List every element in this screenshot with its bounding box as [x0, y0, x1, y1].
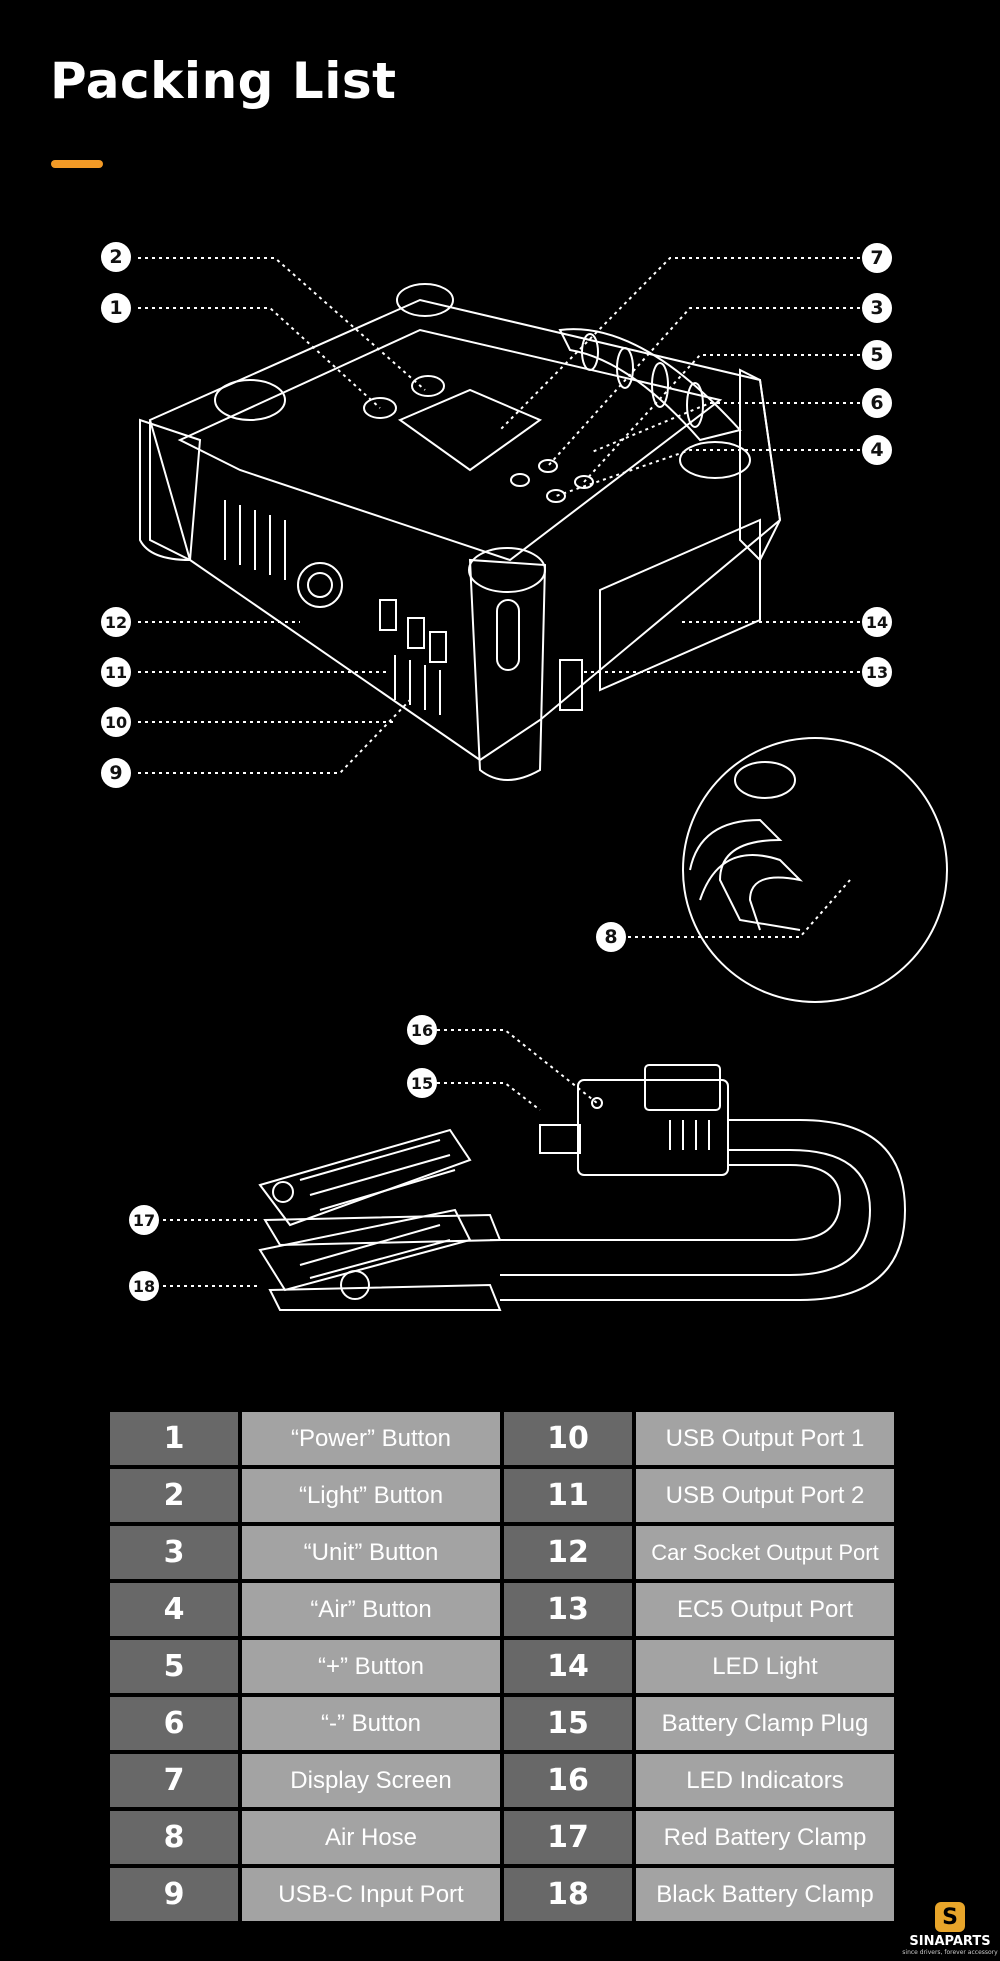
table-row: 3 “Unit” Button 12 Car Socket Output Por… — [110, 1526, 896, 1579]
item-label: EC5 Output Port — [636, 1583, 894, 1636]
item-number: 9 — [110, 1868, 238, 1921]
item-number: 5 — [110, 1640, 238, 1693]
callout-2: 2 — [101, 242, 131, 272]
callout-6: 6 — [862, 388, 892, 418]
item-label: Car Socket Output Port — [636, 1526, 894, 1579]
callout-7: 7 — [862, 243, 892, 273]
item-number: 3 — [110, 1526, 238, 1579]
item-label: Red Battery Clamp — [636, 1811, 894, 1864]
table-row: 4 “Air” Button 13 EC5 Output Port — [110, 1583, 896, 1636]
product-illustration — [138, 257, 948, 1311]
item-label: Battery Clamp Plug — [636, 1697, 894, 1750]
item-label: USB Output Port 1 — [636, 1412, 894, 1465]
item-label: “Light” Button — [242, 1469, 500, 1522]
callout-4: 4 — [862, 435, 892, 465]
item-label: USB-C Input Port — [242, 1868, 500, 1921]
callout-18: 18 — [129, 1271, 159, 1301]
callout-17: 17 — [129, 1205, 159, 1235]
item-number: 17 — [504, 1811, 632, 1864]
table-row: 1 “Power” Button 10 USB Output Port 1 — [110, 1412, 896, 1465]
callout-12: 12 — [101, 607, 131, 637]
item-number: 18 — [504, 1868, 632, 1921]
item-number: 16 — [504, 1754, 632, 1807]
leader-lines — [138, 257, 860, 1287]
item-label: “-” Button — [242, 1697, 500, 1750]
item-number: 7 — [110, 1754, 238, 1807]
table-row: 5 “+” Button 14 LED Light — [110, 1640, 896, 1693]
callout-15: 15 — [407, 1068, 437, 1098]
item-number: 6 — [110, 1697, 238, 1750]
item-label: LED Light — [636, 1640, 894, 1693]
item-number: 1 — [110, 1412, 238, 1465]
callout-3: 3 — [862, 293, 892, 323]
item-number: 13 — [504, 1583, 632, 1636]
table-row: 8 Air Hose 17 Red Battery Clamp — [110, 1811, 896, 1864]
callout-14: 14 — [862, 607, 892, 637]
item-label: Air Hose — [242, 1811, 500, 1864]
table-row: 9 USB-C Input Port 18 Black Battery Clam… — [110, 1868, 896, 1921]
item-number: 11 — [504, 1469, 632, 1522]
packing-list-table: 1 “Power” Button 10 USB Output Port 1 2 … — [110, 1412, 896, 1925]
item-label: Black Battery Clamp — [636, 1868, 894, 1921]
title-accent-bar — [51, 160, 103, 168]
item-label: “+” Button — [242, 1640, 500, 1693]
table-row: 2 “Light” Button 11 USB Output Port 2 — [110, 1469, 896, 1522]
logo-name: SINAPARTS — [909, 1934, 991, 1949]
brand-logo: S SINAPARTS since drivers, forever acces… — [902, 1902, 998, 1958]
item-number: 10 — [504, 1412, 632, 1465]
item-number: 2 — [110, 1469, 238, 1522]
jump-starter-drawing — [139, 283, 948, 1311]
callout-8: 8 — [596, 922, 626, 952]
item-label: Display Screen — [242, 1754, 500, 1807]
item-number: 12 — [504, 1526, 632, 1579]
callout-1: 1 — [101, 293, 131, 323]
callout-5: 5 — [862, 340, 892, 370]
item-label: “Air” Button — [242, 1583, 500, 1636]
page-title: Packing List — [50, 52, 397, 110]
item-number: 14 — [504, 1640, 632, 1693]
item-number: 4 — [110, 1583, 238, 1636]
item-label: “Unit” Button — [242, 1526, 500, 1579]
callout-9: 9 — [101, 758, 131, 788]
item-label: USB Output Port 2 — [636, 1469, 894, 1522]
logo-tagline: since drivers, forever accessory — [902, 1949, 998, 1956]
callout-16: 16 — [407, 1015, 437, 1045]
callout-10: 10 — [101, 707, 131, 737]
item-number: 15 — [504, 1697, 632, 1750]
table-row: 6 “-” Button 15 Battery Clamp Plug — [110, 1697, 896, 1750]
item-number: 8 — [110, 1811, 238, 1864]
item-label: “Power” Button — [242, 1412, 500, 1465]
item-label: LED Indicators — [636, 1754, 894, 1807]
logo-mark: S — [935, 1902, 965, 1932]
table-row: 7 Display Screen 16 LED Indicators — [110, 1754, 896, 1807]
callout-11: 11 — [101, 657, 131, 687]
callout-13: 13 — [862, 657, 892, 687]
